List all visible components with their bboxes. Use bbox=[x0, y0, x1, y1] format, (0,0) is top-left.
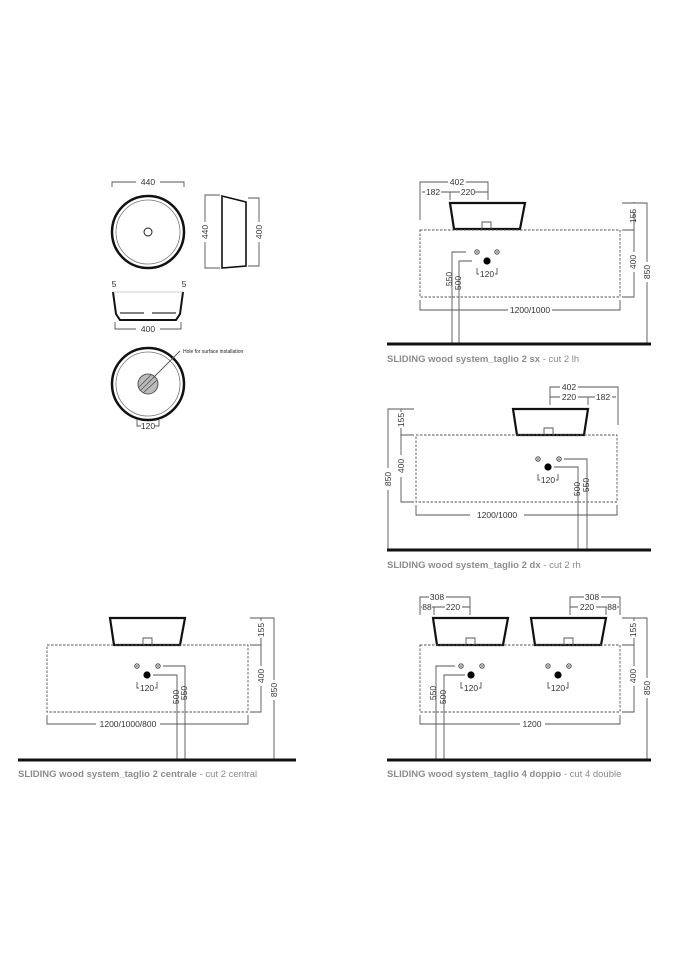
basin-side-view: 440 400 bbox=[200, 194, 264, 269]
dim-total: 402 bbox=[450, 177, 464, 187]
caption-subtitle: - cut 2 lh bbox=[540, 354, 580, 365]
basin-top-view: 440 bbox=[110, 177, 186, 270]
dim-400: 400 bbox=[256, 669, 266, 683]
caption-subtitle: - cut 4 double bbox=[561, 769, 622, 780]
dim-155: 155 bbox=[628, 209, 638, 223]
dim-holes-left: 120 bbox=[464, 683, 478, 693]
dim-550: 550 bbox=[428, 686, 438, 700]
dim-850: 850 bbox=[642, 681, 652, 695]
dim-total-right: 308 bbox=[585, 592, 599, 602]
caption-title: SLIDING wood system_taglio 4 doppio bbox=[387, 769, 562, 780]
dim-side-height: 400 bbox=[254, 225, 264, 239]
dim-155: 155 bbox=[396, 413, 406, 427]
caption-cut-2-central: SLIDING wood system_taglio 2 centrale - … bbox=[18, 769, 257, 780]
caption-subtitle: - cut 2 rh bbox=[540, 560, 581, 571]
dim-400: 400 bbox=[628, 255, 638, 269]
basin-front-section: 5 5 400 bbox=[112, 279, 187, 334]
dim-width: 1200/1000 bbox=[510, 305, 550, 315]
dim-width: 1200 bbox=[523, 719, 542, 729]
dim-500: 500 bbox=[453, 276, 463, 290]
dim-holes-right: 120 bbox=[551, 683, 565, 693]
caption-cut-4-double: SLIDING wood system_taglio 4 doppio - cu… bbox=[387, 769, 621, 780]
dim-500: 500 bbox=[171, 690, 181, 704]
dim-850: 850 bbox=[642, 265, 652, 279]
dim-500: 500 bbox=[572, 482, 582, 496]
caption-title: SLIDING wood system_taglio 2 centrale bbox=[18, 769, 197, 780]
dim-edge-right: 5 bbox=[182, 279, 187, 289]
panel-cut-2-rh: 402 220 182 120 500 550 1200/1000 155 40… bbox=[383, 382, 651, 552]
panel-cut-2-central: 120 500 550 1200/1000/800 155 400 850 bbox=[18, 616, 296, 762]
dim-850: 850 bbox=[383, 472, 393, 486]
dim-offset-left: 88 bbox=[422, 602, 432, 612]
dim-basin: 220 bbox=[461, 187, 475, 197]
caption-title: SLIDING wood system_taglio 2 dx bbox=[387, 560, 541, 571]
dim-400: 400 bbox=[628, 669, 638, 683]
dim-155: 155 bbox=[628, 623, 638, 637]
dim-400: 400 bbox=[396, 459, 406, 473]
dim-width: 1200/1000 bbox=[477, 510, 517, 520]
dim-550: 550 bbox=[179, 686, 189, 700]
dim-offset: 182 bbox=[596, 392, 610, 402]
dim-850: 850 bbox=[269, 683, 279, 697]
dim-top-width: 440 bbox=[141, 177, 155, 187]
dim-edge-left: 5 bbox=[112, 279, 117, 289]
hole-note: Hole for surface installation bbox=[183, 349, 244, 355]
caption-cut-2-rh: SLIDING wood system_taglio 2 dx - cut 2 … bbox=[387, 560, 581, 571]
panel-cut-2-lh: 402 182 220 120 550 500 1200/1000 155 40… bbox=[387, 177, 652, 346]
dim-hole-spacing: 120 bbox=[141, 421, 155, 431]
dim-holes: 120 bbox=[541, 475, 555, 485]
caption-title: SLIDING wood system_taglio 2 sx bbox=[387, 354, 541, 365]
dim-basin-left: 220 bbox=[446, 602, 460, 612]
caption-cut-2-lh: SLIDING wood system_taglio 2 sx - cut 2 … bbox=[387, 354, 579, 365]
dim-basin: 220 bbox=[562, 392, 576, 402]
caption-subtitle: - cut 2 central bbox=[196, 769, 258, 780]
dim-width: 1200/1000/800 bbox=[100, 719, 157, 729]
dim-155: 155 bbox=[256, 623, 266, 637]
dim-basin-right: 220 bbox=[580, 602, 594, 612]
dim-holes: 120 bbox=[140, 683, 154, 693]
dim-offset-right: 88 bbox=[607, 602, 617, 612]
basin-bottom-view: Hole for surface installation 120 bbox=[110, 346, 244, 431]
dim-500: 500 bbox=[438, 690, 448, 704]
dim-550: 550 bbox=[444, 272, 454, 286]
dim-total: 402 bbox=[562, 382, 576, 392]
panel-cut-4-double: 308 88 220 308 220 88 120 120 550 500 12… bbox=[387, 592, 652, 762]
dim-side-depth: 440 bbox=[200, 225, 210, 239]
dim-total-left: 308 bbox=[430, 592, 444, 602]
dim-550: 550 bbox=[581, 478, 591, 492]
dim-holes: 120 bbox=[480, 269, 494, 279]
dim-front-width: 400 bbox=[141, 324, 155, 334]
dim-offset: 182 bbox=[426, 187, 440, 197]
